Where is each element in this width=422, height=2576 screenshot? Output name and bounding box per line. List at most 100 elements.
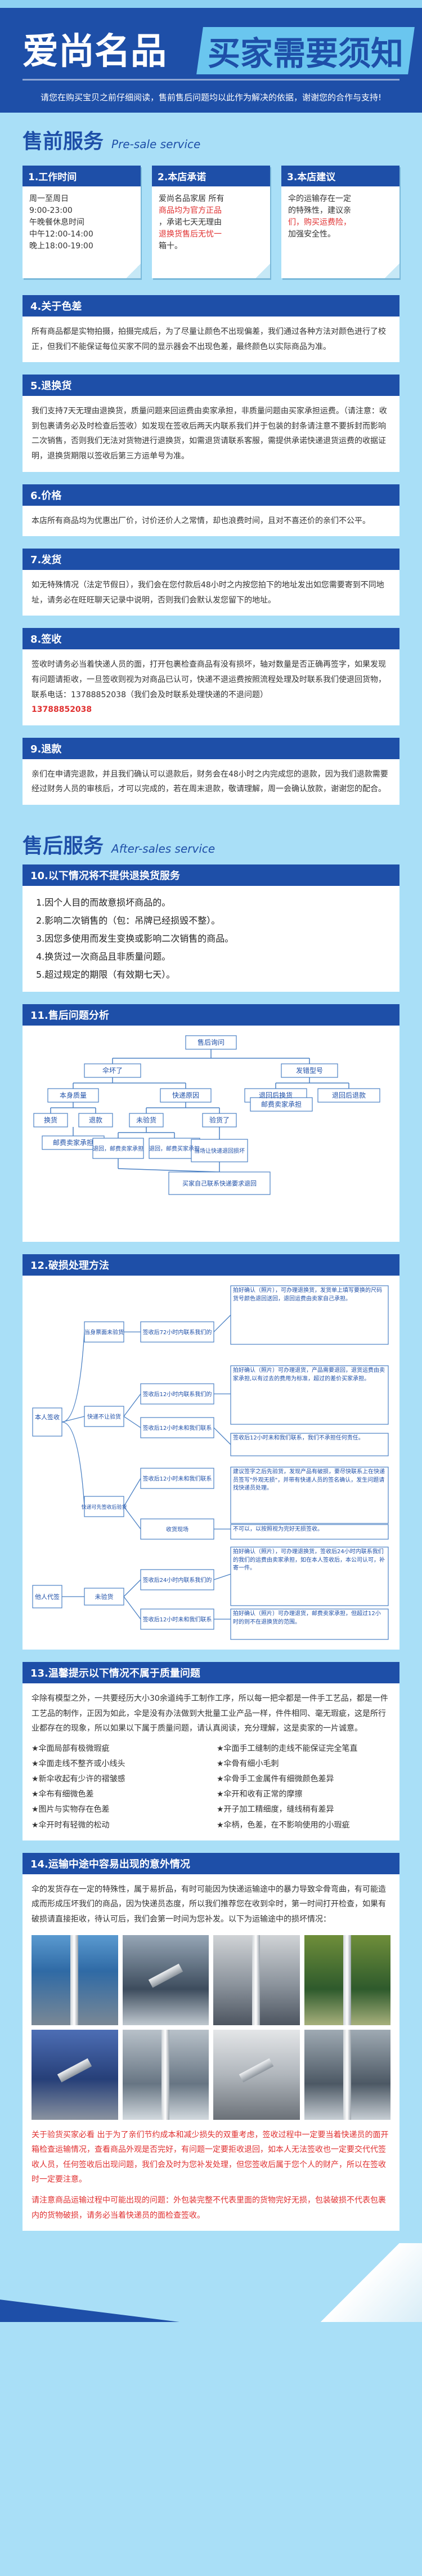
card-fold — [255, 264, 270, 278]
card-fold — [126, 264, 141, 278]
section-body: 我们支持7天无理由退换货，质量问题来回运费由卖家承担，非质量问题由买家承担运费。… — [23, 396, 399, 472]
flow-n11: 退回，邮费卖家承担 — [93, 1145, 143, 1152]
flow-box — [160, 1088, 212, 1103]
flow-box — [202, 1113, 237, 1127]
card-line: 爱尚名品家居 所有 — [159, 194, 225, 203]
section-signing: 8.签收 签收时请务必当着快递人员的面，打开包裹检查商品有没有损坏，轴对数量是否… — [23, 628, 399, 725]
damage-sign3: 签收后12小时未和我们联系 — [143, 1424, 212, 1432]
section-body: 伞除有模型之外，一共要经历大小30余道纯手工制作工序，所以每一把伞都是一件手工艺… — [23, 1683, 399, 1840]
card-head: 3.本店建议 — [281, 166, 399, 186]
quality-item: ★伞开时有轻微的松动 — [32, 1820, 110, 1830]
presale-cards: 1.工作时间 周一至周日 9:00-23:00 午晚餐休息时间 中午12:00-… — [0, 160, 422, 295]
page: 爱尚名品 买家需要须知 请您在购买宝贝之前仔细阅读，售前售后问题均以此作为解决的… — [0, 0, 422, 2323]
card-body: 爱尚名品家居 所有 商品均为官方正品 ，承诺七天无理由 退换货售后无忧一 箱十。 — [152, 186, 270, 259]
quality-item: ★伞面走线不整齐或小线头 — [32, 1759, 125, 1768]
flow-n10: 邮费卖家承担 — [261, 1100, 302, 1108]
section-head: 7.发货 — [23, 549, 399, 571]
card-line: 的特殊性，建议亲 — [288, 206, 351, 215]
rule-item: 4.换货过一次商品且非质量问题。 — [36, 951, 171, 962]
damage-r6: 拍好确认（照片），可办理退换货，签收后24小时内联系我们的我们的运费由卖家承担，… — [233, 1548, 385, 1571]
card-line: 中午12:00-14:00 — [29, 230, 93, 239]
damage-r5: 不可以，以按照视为完好无损签收。 — [233, 1526, 323, 1532]
damage-self: 本人签收 — [35, 1413, 60, 1421]
flow-right-box — [281, 1063, 338, 1078]
section-head: 4.关于色差 — [23, 295, 399, 317]
rule-item: 3.因您多使用而发生变换或影响二次销售的商品。 — [36, 933, 234, 944]
card-line: 商品均为官方正品 — [159, 206, 222, 215]
damage-r3: 签收后12小时未和我们联系，我们不承担任何责任。 — [233, 1434, 364, 1441]
flow-n8: 验货了 — [209, 1116, 230, 1124]
flow-box — [250, 1097, 313, 1112]
damage-r1: 拍好确认（照片），可办理退换货，发货单上填写要换的尺码货号颜色退回送回，退回运费… — [233, 1287, 382, 1302]
footer-corner — [0, 2299, 180, 2323]
flow-n3: 退回后换货 — [259, 1091, 293, 1099]
damage-photo — [213, 2029, 300, 2120]
section-head: 6.价格 — [23, 484, 399, 506]
damage-chart: 本人签收 当身票面未验货 快递不让验货 快递可先签收后验货 签收后72小时内联系… — [32, 1285, 389, 1640]
quality-item: ★新伞收起有少许的褶皱感 — [32, 1775, 125, 1784]
card-line: 9:00-23:00 — [29, 206, 73, 215]
flow-box — [78, 1113, 113, 1127]
section-price: 6.价格 本店所有商品均为优惠出厂价，讨价还价人之常情，却也浪费时间，且对不喜还… — [23, 484, 399, 537]
header-divider — [23, 79, 399, 81]
quality-item: ★伞柄，色差，在不影响使用的小瑕疵 — [217, 1820, 350, 1830]
card-line: 晚上18:00-19:00 — [29, 242, 93, 251]
quality-item: ★伞布有细微色差 — [32, 1790, 94, 1799]
section-head: 5.退换货 — [23, 375, 399, 396]
aftersale-banner: 售后服务 After-sales service — [0, 817, 422, 864]
card-line: 们，购买运费险， — [288, 218, 351, 227]
damage-sign2: 签收后12小时内联系我们的 — [143, 1390, 212, 1398]
page-curl — [298, 2243, 422, 2323]
flow-root: 售后询问 — [197, 1038, 225, 1046]
flow-n9: 邮费卖家承担 — [53, 1138, 93, 1147]
flow-n5: 换货 — [44, 1116, 57, 1124]
card-body: 周一至周日 9:00-23:00 午晚餐休息时间 中午12:00-14:00 晚… — [23, 186, 141, 259]
section-body: 本店所有商品均为优惠出厂价，讨价还价人之常情，却也浪费时间，且对不喜还价的亲们不… — [23, 505, 399, 537]
card-body: 伞的运输存在一定 的特殊性，建议亲 们，购买运费险， 加强安全性。 — [281, 186, 399, 247]
section-returns: 5.退换货 我们支持7天无理由退换货，质量问题来回运费由卖家承担，非质量问题由买… — [23, 375, 399, 472]
flow-chart-wrap: 售后询问 伞坏了 发错型号 本身质量 快递原因 退回后换货 退回后退款 换货 退… — [23, 1025, 399, 1242]
section-shipping: 7.发货 如无特殊情况（法定节假日），我们会在您付款后48小时之内按您拍下的地址… — [23, 549, 399, 616]
section-head: 9.退款 — [23, 737, 399, 759]
section-body: 如无特殊情况（法定节假日），我们会在您付款后48小时之内按您拍下的地址发出如您需… — [23, 570, 399, 616]
card-line: 退换货售后无忧一 — [159, 230, 222, 239]
damage-photo — [122, 2029, 209, 2120]
damage-recv2: 快递不让验货 — [87, 1413, 121, 1420]
damage-other: 他人代签 — [35, 1593, 60, 1601]
section-body: 亲们在申请完退款，并且我们确认可以退款后，财务会在48小时之内完成您的退款，因为… — [23, 759, 399, 805]
transit-note-2: 请注意商品运输过程中可能出现的问题：外包装完整不代表里面的货物完好无损，包装破损… — [32, 2195, 386, 2220]
damage-r2: 拍好确认（照片）可办理退货，产品需要退回，退货运费由卖家承担,以有过去的费用为标… — [233, 1367, 385, 1382]
quality-item: ★伞骨手工金属件有细微颜色差异 — [217, 1775, 334, 1784]
damage-photo — [304, 1935, 390, 2025]
shop-title: 爱尚名品 — [23, 31, 167, 73]
damage-photo — [122, 1935, 209, 2025]
card-head: 2.本店承诺 — [152, 166, 270, 186]
card-line: 加强安全性。 — [288, 230, 335, 239]
contact-phone: 13788852038 — [32, 705, 92, 715]
flow-root-box — [185, 1035, 237, 1050]
damage-photo — [304, 2029, 390, 2120]
damage-sign7: 签收后12小时未和我们联系 — [143, 1616, 212, 1623]
rule-item: 5.超过规定的期限（有效期七天）。 — [36, 969, 176, 980]
quality-list: ★伞面局部有极微瑕疵 ★伞面手工缝制的走线不能保证完全笔直 ★伞面走线不整齐或小… — [32, 1742, 390, 1833]
presale-banner: 售前服务 Pre-sale service — [0, 113, 422, 160]
section-body: 伞的发货存在一定的特殊性，属于易折品，有时可能因为快递运输途中的暴力导致伞骨弯曲… — [23, 1874, 399, 2231]
section-damage: 12.破损处理方法 — [23, 1254, 399, 1650]
section-text: 签收时请务必当着快递人员的面，打开包裹检查商品有没有损坏，轴对数量是否正确再签字… — [32, 660, 386, 699]
flow-chart: 售后询问 伞坏了 发错型号 本身质量 快递原因 退回后换货 退回后退款 换货 退… — [33, 1035, 380, 1195]
aftersale-title-en: After-sales service — [111, 841, 216, 855]
header-stripe — [0, 0, 422, 8]
rule-item: 1.因个人目的而故意损坏商品的。 — [36, 897, 171, 908]
header: 爱尚名品 买家需要须知 请您在购买宝贝之前仔细阅读，售前售后问题均以此作为解决的… — [0, 0, 422, 113]
section-head: 12.破损处理方法 — [23, 1254, 399, 1276]
card-promise: 2.本店承诺 爱尚名品家居 所有 商品均为官方正品 ，承诺七天无理由 退换货售后… — [152, 166, 270, 278]
flow-box — [317, 1088, 380, 1103]
flow-n1: 本身质量 — [60, 1091, 87, 1099]
flow-left-box — [84, 1063, 141, 1078]
damage-other1: 未验货 — [95, 1593, 114, 1601]
section-head: 11.售后问题分析 — [23, 1004, 399, 1026]
transit-text: 伞的发货存在一定的特殊性，属于易折品，有时可能因为快递运输途中的暴力导致伞骨弯曲… — [32, 1884, 386, 1924]
quality-item: ★伞开和收有正常的摩擦 — [217, 1790, 303, 1799]
card-head: 1.工作时间 — [23, 166, 141, 186]
flow-n13: 当场让快递退回损坏 — [194, 1147, 245, 1155]
